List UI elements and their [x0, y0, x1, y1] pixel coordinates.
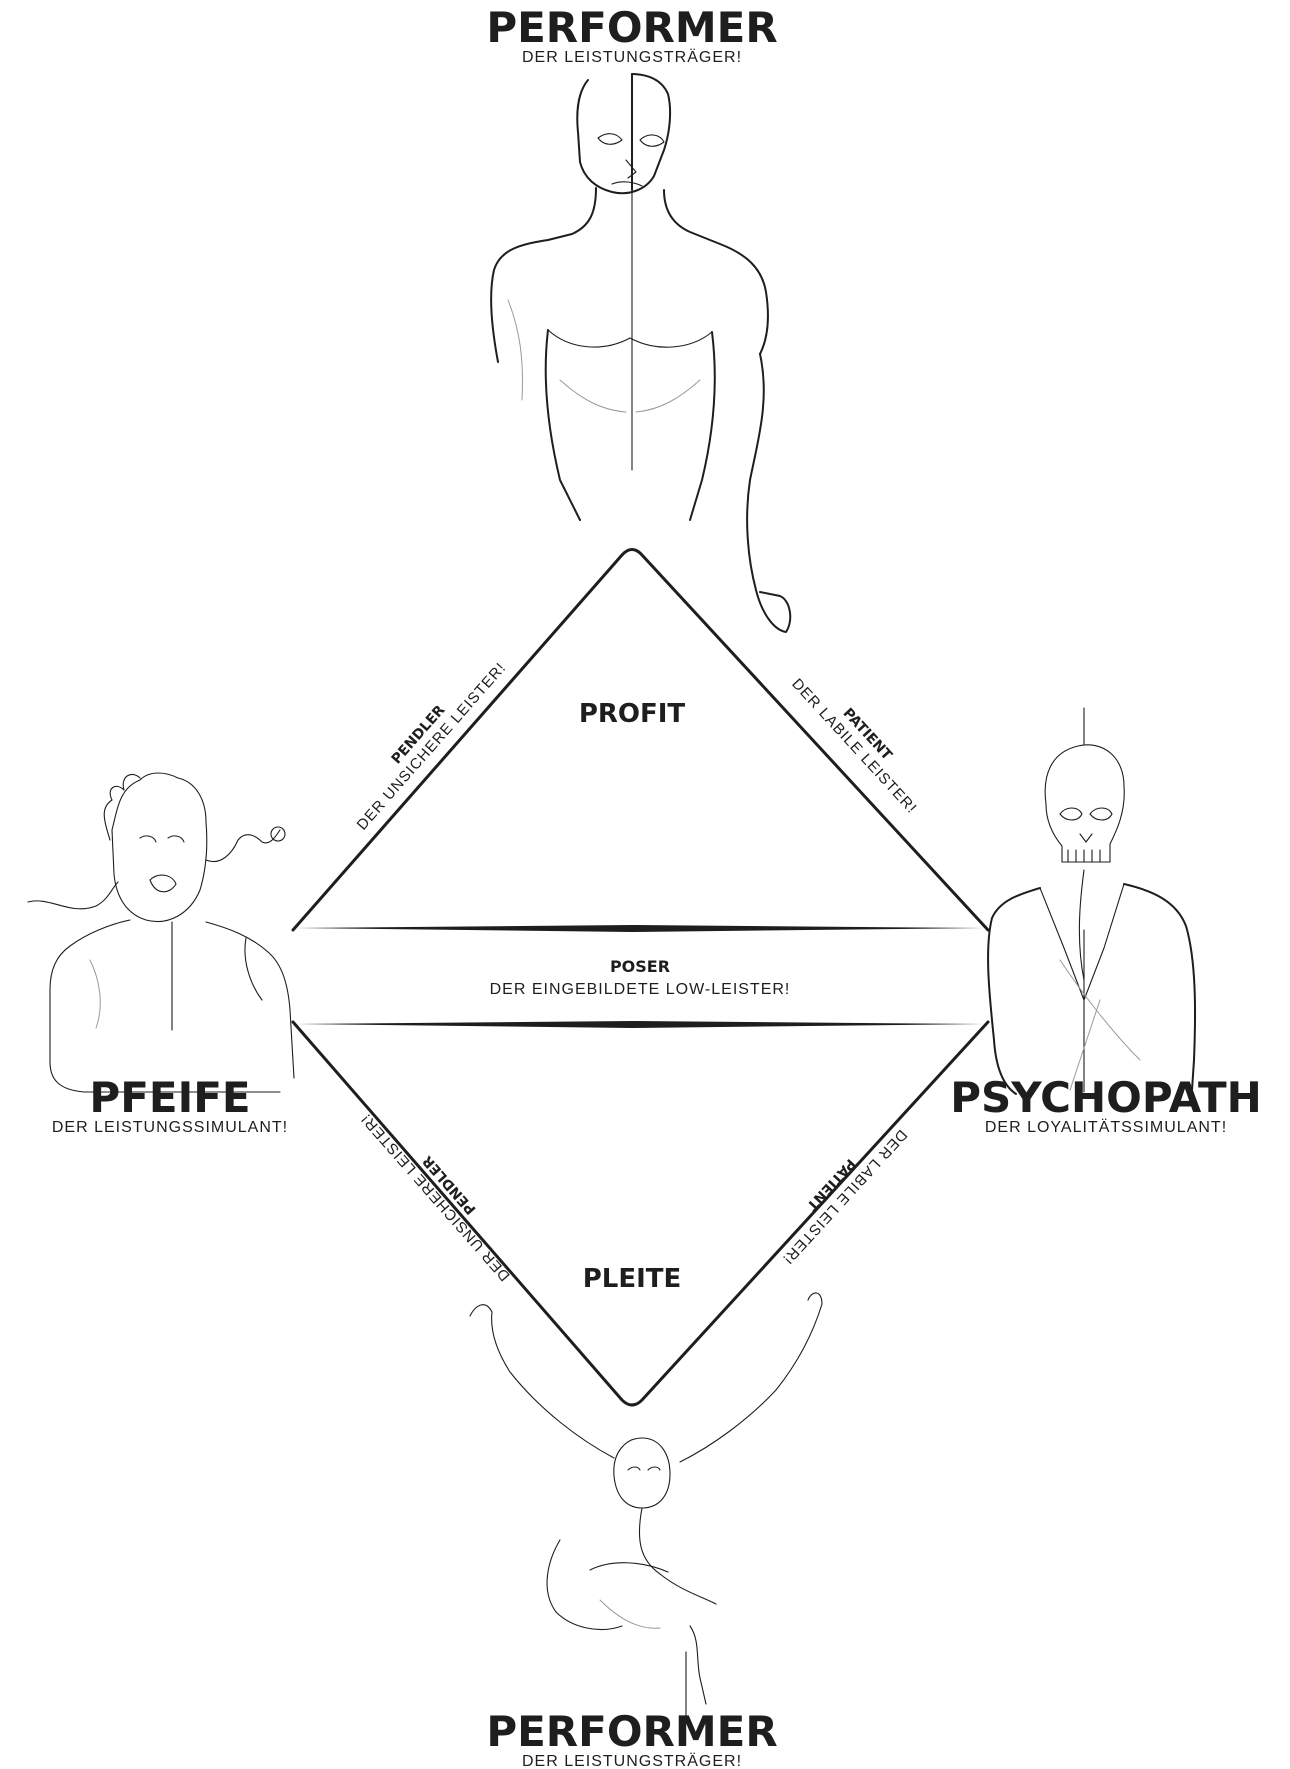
profit-label: PROFIT [579, 699, 686, 729]
psychopath-title: PSYCHOPATH [950, 1073, 1262, 1122]
poser-subtitle: DER EINGEBILDETE LOW-LEISTER! [490, 981, 791, 998]
patient-top-subtitle: DER LABILE LEISTER! [788, 675, 920, 817]
poser-title: POSER [610, 957, 670, 976]
performer-bottom-title: PERFORMER [486, 1707, 777, 1756]
edge-label-bottom-right: DER LABILE LEISTER! PATIENT [765, 1114, 910, 1268]
performer-bottom-subtitle: DER LEISTUNGSTRÄGER! [522, 1752, 742, 1769]
pfeife-subtitle: DER LEISTUNGSSIMULANT! [52, 1119, 288, 1136]
pfeife-left-illustration [28, 773, 294, 1092]
psychopath-subtitle: DER LOYALITÄTSSIMULANT! [985, 1118, 1227, 1136]
pfeife-title: PFEIFE [89, 1073, 250, 1122]
performer-top-illustration [491, 74, 790, 632]
upper-band-line [296, 925, 984, 932]
pleite-label: PLEITE [583, 1264, 682, 1294]
performer-top-subtitle: DER LEISTUNGSTRÄGER! [522, 48, 742, 66]
psychopath-right-illustration [988, 708, 1195, 1094]
performer-top-title: PERFORMER [486, 3, 777, 52]
edge-label-bottom-left: DER UNSICHERE LEISTER! PENDLER [358, 1098, 528, 1284]
lower-band-line [296, 1021, 984, 1028]
patient-bottom-subtitle: DER LABILE LEISTER! [779, 1126, 911, 1268]
performer-bottom-illustration [470, 1293, 822, 1720]
edge-label-top-left: PENDLER DER UNSICHERE LEISTER! [341, 648, 510, 833]
pendler-top-subtitle: DER UNSICHERE LEISTER! [354, 659, 510, 833]
diamond-bottom-triangle [293, 1022, 988, 1405]
edge-label-top-right: PATIENT DER LABILE LEISTER! [788, 664, 932, 817]
pendler-bottom-subtitle: DER UNSICHERE LEISTER! [358, 1110, 514, 1284]
